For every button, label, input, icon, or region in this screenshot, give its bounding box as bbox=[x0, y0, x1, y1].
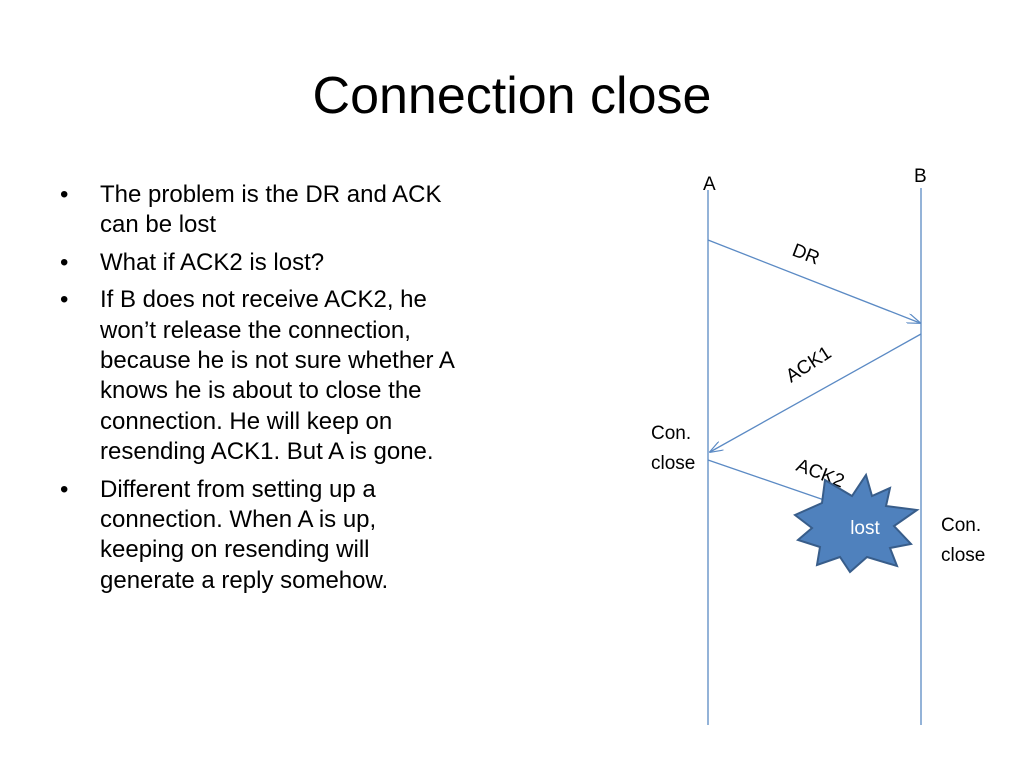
host-a-label: A bbox=[703, 174, 716, 195]
bullet-text: The problem is the DR and ACK can be los… bbox=[100, 181, 442, 239]
lost-burst-shape bbox=[793, 472, 920, 574]
bullet-item: • If B does not receive ACK2, he won’t re… bbox=[58, 285, 458, 467]
b-close-label-line1: Con. bbox=[941, 515, 981, 536]
slide-title: Connection close bbox=[312, 67, 712, 125]
bullet-dot: • bbox=[60, 475, 69, 503]
ack1-arrow bbox=[710, 333, 922, 452]
lost-burst-label: lost bbox=[850, 518, 880, 539]
bullet-item: • Different from setting up a connection.… bbox=[58, 475, 458, 597]
ack2-label: ACK2 bbox=[793, 455, 847, 492]
b-close-label-line2: close bbox=[941, 545, 985, 566]
a-close-label-line1: Con. bbox=[651, 423, 691, 444]
ack1-label: ACK1 bbox=[782, 343, 835, 388]
bullet-text: Different from setting up a connection. … bbox=[100, 475, 389, 594]
bullet-dot: • bbox=[60, 181, 69, 208]
bullet-text: If B does not receive ACK2, he won’t rel… bbox=[100, 286, 454, 466]
bullet-dot: • bbox=[60, 248, 69, 276]
bullet-dot: • bbox=[60, 286, 69, 314]
bullet-item: • The problem is the DR and ACK can be lo… bbox=[58, 180, 458, 241]
ack2-arrow bbox=[707, 459, 831, 503]
dr-arrow bbox=[707, 239, 920, 323]
bullet-text: What if ACK2 is lost? bbox=[100, 248, 325, 276]
bullet-list: • The problem is the DR and ACK can be lo… bbox=[58, 180, 458, 603]
a-close-label-line2: close bbox=[651, 453, 695, 474]
host-b-label: B bbox=[914, 166, 927, 187]
bullet-item: • What if ACK2 is lost? bbox=[58, 248, 458, 278]
dr-label: DR bbox=[789, 240, 822, 269]
